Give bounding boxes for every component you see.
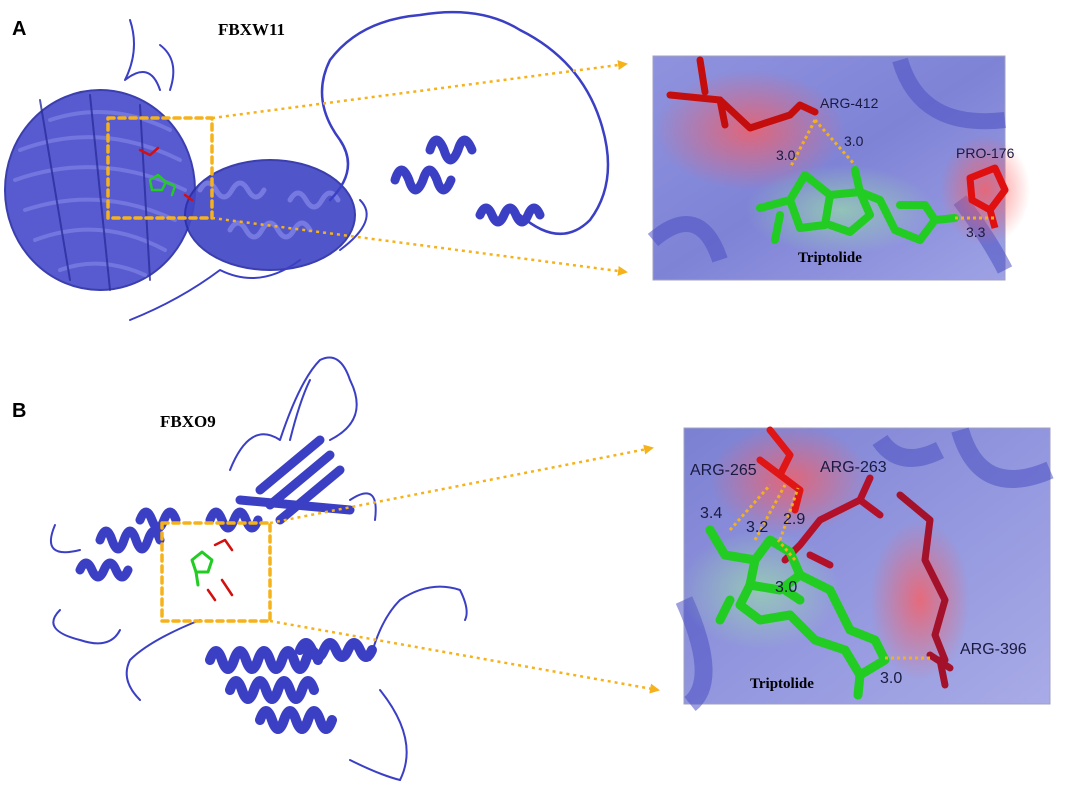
panel-b-label-arg263: ARG-263 (820, 459, 887, 476)
panel-b-n-terminal-helices (75, 507, 263, 582)
panel-a-distance-1: 3.0 (776, 147, 796, 163)
panel-b-zoom-arrows (269, 444, 660, 694)
panel-b-distance-3: 2.9 (783, 511, 805, 528)
panel-a-protein-overview (4, 10, 610, 321)
panel-b-zoom-inset: ARG-265 ARG-263 ARG-396 3.4 3.2 2.9 3.0 … (675, 425, 1054, 712)
panel-b-overview-residues (206, 538, 234, 602)
panel-a-selection-box (106, 116, 214, 220)
panel-a-c-terminal-helices (390, 135, 545, 227)
panel-b-residue-arg396 (896, 491, 954, 689)
panel-a-label-pro176: PRO-176 (956, 145, 1015, 161)
panel-a-label-ligand: Triptolide (798, 250, 862, 266)
panel-a-hbonds (788, 119, 995, 220)
panel-b-label-arg396: ARG-396 (960, 641, 1027, 658)
panel-b-distance-1: 3.4 (700, 505, 722, 522)
panel-a-distance-3: 3.3 (966, 224, 986, 240)
panel-a-label-arg412: ARG-412 (820, 95, 879, 111)
panel-b-distance-5: 3.0 (880, 670, 902, 687)
panel-b-protein-name: FBXO9 (160, 412, 216, 431)
panel-b-distance-4: 3.0 (775, 579, 797, 596)
panel-b-letter: B (12, 400, 27, 422)
panel-b-ligand-triptolide (705, 525, 890, 700)
panel-b-label-ligand: Triptolide (750, 676, 814, 692)
panel-a-distance-2: 3.0 (844, 133, 864, 149)
panel-a-residue-arg412 (666, 56, 819, 132)
panel-b-beta-sheet (235, 435, 355, 525)
panel-b-distance-2: 3.2 (746, 519, 768, 536)
panel-a-helical-domain (184, 159, 356, 271)
panel-b-residue-arg265 (756, 426, 804, 514)
panel-a-zoom-inset: ARG-412 PRO-176 3.0 3.0 3.3 Triptolide (647, 55, 1030, 281)
panel-a-letter: A (12, 18, 27, 40)
panel-b-hbonds (728, 484, 930, 660)
panel-a-overview-ligand (148, 173, 177, 197)
panel-a-overview-residues (138, 146, 194, 202)
panel-b-selection-box (160, 521, 272, 623)
panel-b-label-arg265: ARG-265 (690, 462, 757, 479)
panel-b-residue-arg263 (781, 474, 884, 569)
panel-b-protein-overview (50, 356, 468, 781)
panel-b-c-terminal-helices (205, 638, 377, 734)
panel-a-protein-name: FBXW11 (218, 20, 286, 39)
panel-b-overview-ligand (190, 550, 214, 587)
panel-a-ligand-triptolide (756, 166, 959, 244)
